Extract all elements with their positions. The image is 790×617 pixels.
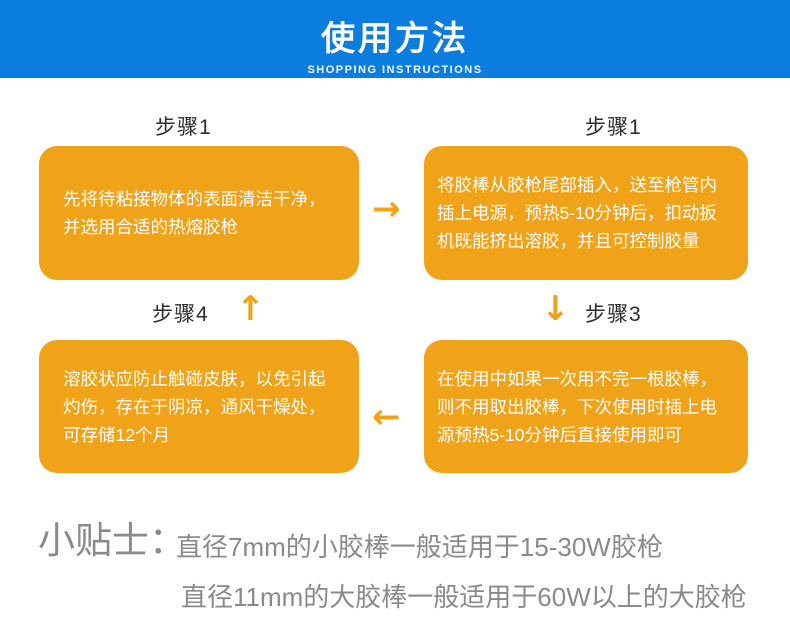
step-box-1: 先将待粘接物体的表面清洁干净， 并选用合适的热熔胶枪 (39, 146, 359, 280)
page-title: 使用方法 (321, 20, 469, 58)
step-box-4: 溶胶状应防止触碰皮肤，以免引起 灼伤，存在于阴凉，通风干燥处， 可存储12个月 (39, 340, 359, 473)
step-text-4: 溶胶状应防止触碰皮肤，以免引起 灼伤，存在于阴凉，通风干燥处， 可存储12个月 (63, 368, 326, 445)
step-text-3: 在使用中如果一次用不完一根胶棒， 则不用取出胶棒，下次使用时插上电 源预热5-1… (437, 368, 717, 445)
step-text-2: 将胶棒从胶枪尾部插入，送至枪管内 插上电源，预热5-10分钟后，扣动扳 机既能挤… (437, 175, 718, 251)
header-banner: 使用方法 SHOPPING INSTRUCTIONS (0, 0, 790, 78)
step-label-4: 步骤4 (152, 303, 209, 326)
step-label-2: 步骤1 (585, 116, 642, 139)
arrow-right-icon: → (372, 189, 401, 229)
step-text-1: 先将待粘接物体的表面清洁干净， 并选用合适的热熔胶枪 (63, 189, 326, 237)
step-label-3: 步骤3 (585, 303, 642, 326)
tips-label: 小贴士： (38, 520, 186, 561)
step-box-3: 在使用中如果一次用不完一根胶棒， 则不用取出胶棒，下次使用时插上电 源预热5-1… (424, 340, 748, 473)
step-box-2: 将胶棒从胶枪尾部插入，送至枪管内 插上电源，预热5-10分钟后，扣动扳 机既能挤… (424, 146, 748, 280)
page-subtitle: SHOPPING INSTRUCTIONS (307, 64, 483, 76)
tip-line-2: 直径11mm的大胶棒一般适用于60W以上的大胶枪 (181, 582, 747, 612)
tip-line-1: 直径7mm的小胶棒一般适用于15-30W胶枪 (176, 532, 663, 562)
arrow-left-icon: ← (372, 397, 401, 437)
arrow-up-icon: ↑ (236, 289, 265, 329)
arrow-down-icon: ↓ (541, 289, 570, 329)
step-label-1: 步骤1 (155, 116, 212, 139)
